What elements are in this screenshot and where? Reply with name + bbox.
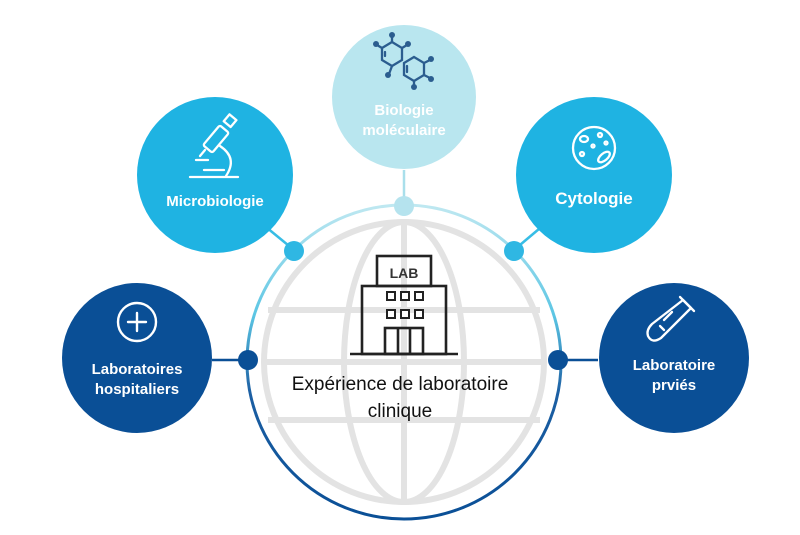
test-tube-icon — [646, 295, 696, 342]
connector-dot-upper-left — [284, 241, 304, 261]
connector-dot-right — [548, 350, 568, 370]
center-label-line1: Expérience de laboratoire — [291, 374, 509, 395]
globe-background — [261, 219, 547, 505]
medical-cross-icon — [116, 301, 158, 343]
label-cytologie: Cytologie — [524, 188, 664, 210]
label-biologie-moleculaire: Biologie moléculaire — [334, 101, 474, 140]
label-biologie-line1: Biologie — [374, 102, 434, 119]
label-cytologie-line1: Cytologie — [555, 189, 633, 208]
connector-dot-upper-right — [504, 241, 524, 261]
label-prives-line1: Laboratoire — [632, 357, 716, 374]
molecule-dots — [373, 32, 434, 90]
center-label: Expérience de laboratoire clinique — [250, 372, 550, 426]
node-cytologie — [516, 97, 672, 253]
center-label-line2: clinique — [367, 400, 433, 422]
building-sign-text: LAB — [390, 265, 419, 281]
label-biologie-line2: moléculaire — [362, 121, 446, 139]
node-biologie-moleculaire — [332, 25, 476, 169]
label-hospitaliers-line1: Laboratoires — [91, 361, 183, 378]
label-microbiologie: Microbiologie — [140, 192, 290, 212]
label-laboratoires-hospitaliers: Laboratoires hospitaliers — [62, 360, 212, 399]
lab-building-icon — [350, 254, 458, 356]
label-hospitaliers-line2: hospitaliers — [94, 380, 180, 398]
label-prives-line2: prviés — [651, 376, 697, 394]
label-laboratoire-prives: Laboratoire prviés — [604, 356, 744, 395]
microscope-icon — [188, 113, 240, 179]
connector-dot-left — [238, 350, 258, 370]
label-microbiologie-line1: Microbiologie — [166, 193, 264, 210]
building-windows — [386, 291, 424, 319]
node-laboratoires-hospitaliers — [62, 283, 212, 433]
node-microbiologie — [137, 97, 293, 253]
connector-dot-top — [394, 196, 414, 216]
node-laboratoire-prives — [599, 283, 749, 433]
cell-icon — [571, 125, 617, 171]
